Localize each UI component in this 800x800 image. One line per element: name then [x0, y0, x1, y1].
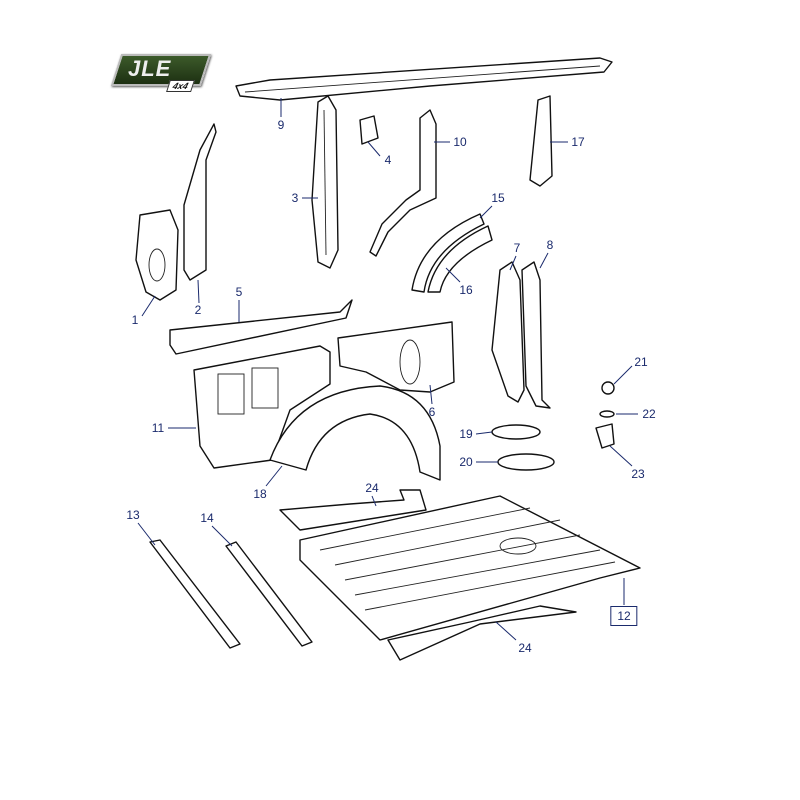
callout-15[interactable]: 15 [491, 191, 505, 205]
part-11 [193, 345, 331, 469]
part-21 [601, 381, 615, 395]
part-13 [149, 539, 241, 649]
callout-11[interactable]: 11 [151, 421, 165, 435]
part-15 [411, 213, 485, 293]
jle-logo: JLE 4x4 [110, 52, 212, 94]
part-2 [183, 123, 217, 281]
callout-17[interactable]: 17 [571, 135, 585, 149]
part-23 [595, 423, 615, 449]
part-6 [337, 321, 455, 393]
part-18 [269, 385, 441, 481]
part-7 [491, 261, 525, 403]
callout-13[interactable]: 13 [126, 508, 140, 522]
callout-7[interactable]: 7 [513, 241, 521, 255]
callout-8[interactable]: 8 [546, 238, 554, 252]
part-19 [491, 424, 541, 440]
part-4 [359, 115, 379, 145]
part-3 [311, 95, 339, 269]
callout-4[interactable]: 4 [384, 153, 392, 167]
part-17 [529, 95, 553, 187]
part-10 [369, 109, 437, 257]
callout-20[interactable]: 20 [459, 455, 473, 469]
part-14 [225, 541, 313, 647]
part-24-upper [279, 489, 427, 531]
callout-23[interactable]: 23 [631, 467, 645, 481]
part-8 [521, 261, 551, 409]
callout-21[interactable]: 21 [634, 355, 648, 369]
logo-text: JLE [128, 56, 172, 81]
part-12-floor [299, 495, 641, 641]
callout-12[interactable]: 12 [610, 606, 638, 626]
part-1 [135, 209, 179, 301]
part-16 [427, 225, 493, 293]
leader-lines [137, 98, 638, 641]
part-20 [497, 453, 555, 471]
callout-9[interactable]: 9 [277, 118, 285, 132]
callout-18[interactable]: 18 [253, 487, 267, 501]
part-9-top-rail [235, 57, 613, 101]
callout-19[interactable]: 19 [459, 427, 473, 441]
callout-6[interactable]: 6 [428, 405, 436, 419]
callout-24-lower[interactable]: 24 [518, 641, 532, 655]
callout-16[interactable]: 16 [459, 283, 473, 297]
part-5 [169, 299, 353, 355]
callout-3[interactable]: 3 [291, 191, 299, 205]
callout-5[interactable]: 5 [235, 285, 243, 299]
callout-24-upper[interactable]: 24 [365, 481, 379, 495]
callout-2[interactable]: 2 [194, 303, 202, 317]
part-22 [599, 410, 615, 418]
callout-22[interactable]: 22 [642, 407, 656, 421]
callout-1[interactable]: 1 [131, 313, 139, 327]
callout-14[interactable]: 14 [200, 511, 214, 525]
callout-10[interactable]: 10 [453, 135, 467, 149]
part-24-lower [387, 605, 577, 661]
